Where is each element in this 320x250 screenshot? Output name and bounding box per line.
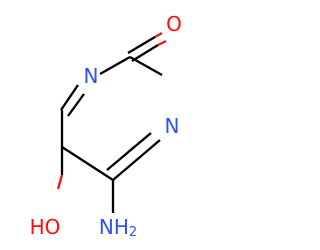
atom-carbonyl-oxygen-label: O (166, 12, 182, 36)
bond-n1-c6 (60, 84, 79, 111)
bond-c2-o-a-red (154, 32, 163, 38)
amino-subscript-text: 2 (129, 225, 137, 240)
bond-c5-c4 (61, 146, 114, 181)
atom-n3-label: N (165, 114, 180, 138)
atom-amino-group-label: NH2 (99, 215, 137, 240)
bond-c2-o-a (127, 36, 156, 54)
bond-c2-n1 (99, 55, 131, 76)
amino-nh-text: NH (99, 215, 129, 239)
atom-hydroxyl-group-label: HO (30, 215, 61, 239)
atom-labels: N N O NH2 HO (30, 12, 182, 240)
bond-c4-n3-inner (106, 132, 152, 171)
bond-n1-c6-inner (67, 93, 85, 117)
bond-c2-o-b-red (157, 39, 167, 47)
bonds (56, 32, 167, 213)
atom-n1-label: N (84, 64, 99, 88)
bond-c5-oh-red (56, 174, 64, 190)
bond-c2-o-b (131, 44, 159, 62)
bond-c4-n3 (112, 139, 161, 181)
pyrimidine-structure-diagram: N N O NH2 HO (30, 12, 182, 240)
